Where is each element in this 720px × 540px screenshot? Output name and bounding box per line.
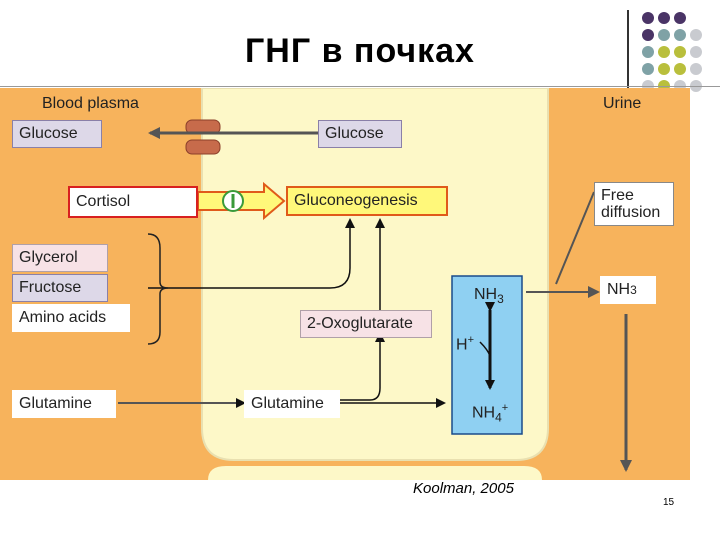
plasma-glutamine-box: Glutamine: [12, 390, 116, 418]
decorative-dot: [674, 29, 686, 41]
glucose-transporter-icon: [185, 119, 221, 155]
proton-text: H: [456, 336, 468, 354]
glycerol-label: Glycerol: [19, 249, 78, 266]
page-number: 15: [663, 497, 675, 508]
fructose-box: Fructose: [12, 274, 108, 302]
proton-charge: +: [467, 334, 474, 346]
decorative-dot: [658, 29, 670, 41]
header-rule: [0, 86, 720, 87]
free-diffusion-pointer: [555, 191, 595, 285]
cell-glutamine-box: Glutamine: [244, 390, 340, 418]
cell-glucose-box: Glucose: [318, 120, 402, 148]
decorative-dot: [690, 63, 702, 75]
substrate-bracket: [147, 233, 169, 345]
decorative-dot: [658, 12, 670, 24]
decorative-dot: [674, 12, 686, 24]
proton-label: H+: [456, 334, 474, 354]
glutamine-to-oxoglutarate-arrow: [340, 332, 385, 401]
decorative-dot: [658, 63, 670, 75]
decorative-dot: [642, 12, 654, 24]
oxoglutarate-box: 2-Oxoglutarate: [300, 310, 432, 338]
source-caption: Koolman, 2005: [413, 480, 514, 497]
nh3-label: NH3: [474, 286, 504, 306]
cell-glutamine-label: Glutamine: [251, 395, 324, 412]
gluconeogenesis-box: Gluconeogenesis: [286, 186, 448, 216]
fructose-label: Fructose: [19, 279, 82, 296]
urine-label: Urine: [603, 95, 642, 112]
kidney-gluconeogenesis-diagram: [0, 88, 690, 480]
title-divider: [627, 10, 629, 95]
nh3-text: NH: [474, 286, 498, 303]
oxoglutarate-label: 2-Oxoglutarate: [307, 315, 413, 332]
decorative-dot-grid: [642, 12, 702, 92]
decorative-dot: [674, 63, 686, 75]
urine-nh3-label: NH: [607, 281, 631, 298]
urine-nh3-subscript: 3: [630, 283, 637, 297]
nh4-subscript: 4: [495, 410, 502, 425]
decorative-dot: [674, 46, 686, 58]
cortisol-box: Cortisol: [68, 186, 198, 218]
plasma-glutamine-label: Glutamine: [19, 395, 92, 412]
amino-acids-box: Amino acids: [12, 304, 130, 332]
next-cell: [208, 466, 542, 480]
slide-title: ГНГ в почках: [245, 32, 475, 70]
plasma-glucose-box: Glucose: [12, 120, 102, 148]
nh4-text: NH: [472, 404, 496, 422]
decorative-dot: [690, 46, 702, 58]
amino-acids-label: Amino acids: [19, 309, 107, 326]
cell-glucose-label: Glucose: [325, 125, 384, 142]
substrates-arrow: [148, 218, 355, 289]
cortisol-label: Cortisol: [76, 193, 131, 210]
free-diffusion-box: Free diffusion: [594, 182, 674, 226]
decorative-dot: [642, 46, 654, 58]
nh3-subscript: 3: [497, 292, 504, 307]
plasma-glucose-label: Glucose: [19, 125, 78, 142]
glycerol-box: Glycerol: [12, 244, 108, 272]
decorative-dot: [658, 46, 670, 58]
decorative-dot: [642, 63, 654, 75]
decorative-dot: [642, 29, 654, 41]
plasma-label: Blood plasma: [42, 95, 139, 112]
decorative-dot: [690, 29, 702, 41]
nh4-label: NH4+: [472, 402, 508, 425]
free-diffusion-label: Free diffusion: [601, 187, 661, 221]
nh4-charge: +: [501, 402, 509, 414]
gluconeogenesis-label: Gluconeogenesis: [294, 192, 418, 209]
